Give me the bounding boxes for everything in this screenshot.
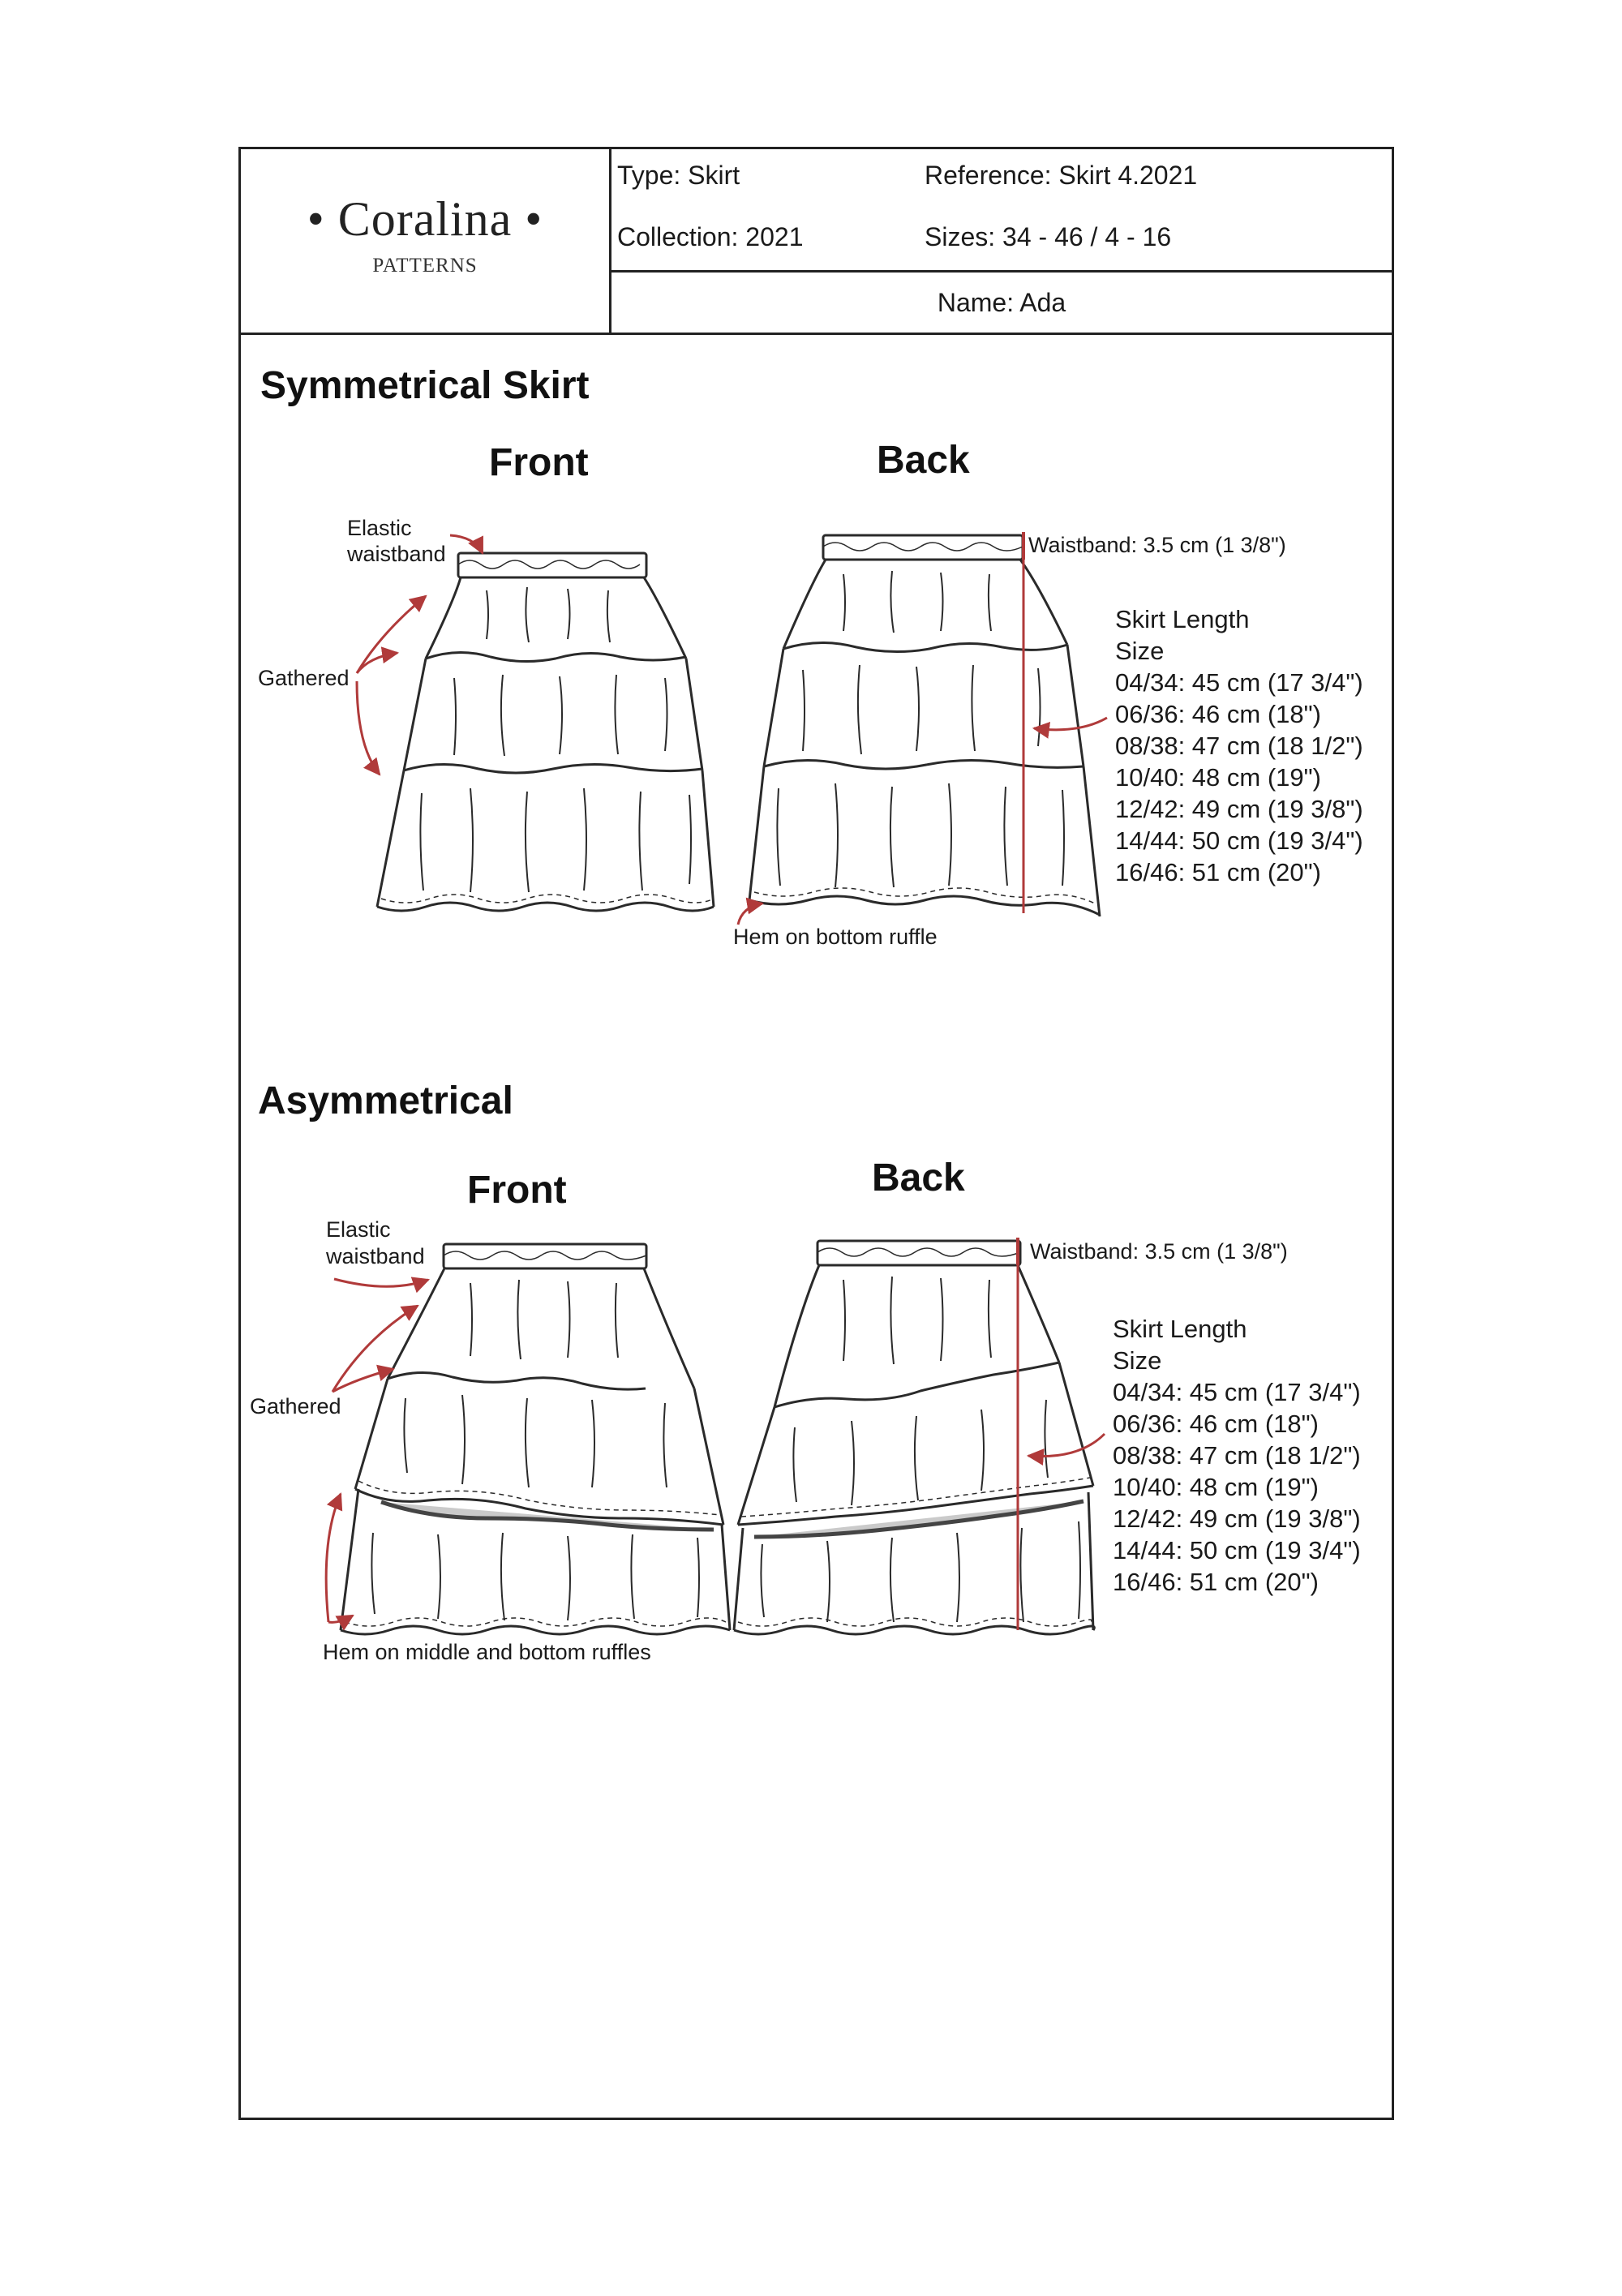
- asym-front-waistband: [442, 1242, 648, 1270]
- sym-back-annotations: [736, 532, 1108, 925]
- sym-back-waistband: [822, 534, 1024, 561]
- sym-length-title: Skirt Length: [1115, 605, 1250, 633]
- sym-front-tier1-left: [424, 577, 462, 659]
- header-info-cell: Type: Skirt Reference: Skirt 4.2021 Coll…: [611, 149, 1392, 273]
- asym-gathered-note: Gathered: [250, 1394, 341, 1418]
- sym-gathered-note: Gathered: [258, 666, 350, 690]
- asym-size-row: 16/46: 51 cm (20"): [1113, 1568, 1319, 1596]
- sym-size-row: 04/34: 45 cm (17 3/4"): [1115, 668, 1363, 697]
- sym-length-table: Skirt Length Size 04/34: 45 cm (17 3/4")…: [1115, 603, 1363, 888]
- asym-hem-arrow-low-icon: [328, 1614, 354, 1631]
- brand-subtitle: PATTERNS: [372, 255, 478, 277]
- sym-front-seam1: [425, 651, 687, 663]
- asym-hem-arrow-mid-icon: [324, 1492, 343, 1623]
- asym-elastic-note-1: Elastic: [326, 1217, 391, 1242]
- type-field: Type: Skirt: [617, 161, 740, 190]
- asym-elastic-arrow-icon: [333, 1277, 430, 1294]
- sym-front-hem: [376, 901, 714, 912]
- asym-gathered-arrow-mid-icon: [332, 1364, 396, 1393]
- sym-gathered-arrow-low-icon: [355, 680, 381, 776]
- asym-back-skirt: [732, 1239, 1096, 1636]
- asym-hem-note: Hem on middle and bottom ruffles: [323, 1640, 651, 1664]
- sym-size-row: 08/38: 47 cm (18 1/2"): [1115, 732, 1363, 760]
- asym-size-row: 10/40: 48 cm (19"): [1113, 1473, 1319, 1501]
- reference-field: Reference: Skirt 4.2021: [925, 161, 1198, 190]
- asym-size-row: 12/42: 49 cm (19 3/8"): [1113, 1504, 1361, 1533]
- asym-waistband-note: Waistband: 3.5 cm (1 3/8"): [1030, 1239, 1288, 1264]
- sym-elastic-arrow-icon: [449, 534, 484, 555]
- sym-hem-arrow-icon: [736, 897, 765, 925]
- asym-elastic-note-2: waistband: [326, 1244, 425, 1268]
- sym-front-waistband: [457, 551, 648, 579]
- asymmetrical-front-label: Front: [467, 1169, 567, 1212]
- sym-back-skirt: [748, 534, 1101, 917]
- sym-gathered-arrow-mid-icon: [355, 646, 400, 674]
- asym-size-row: 06/36: 46 cm (18"): [1113, 1410, 1319, 1438]
- sym-gathered-arrow-top-icon: [355, 594, 427, 674]
- sym-front-annotations: [355, 534, 484, 776]
- asym-size-row: 14/44: 50 cm (19 3/4"): [1113, 1536, 1361, 1564]
- symmetrical-front-label: Front: [489, 441, 589, 484]
- collection-field: Collection: 2021: [617, 222, 804, 251]
- sym-length-arrow-icon: [1032, 716, 1108, 739]
- sym-size-row: 10/40: 48 cm (19"): [1115, 763, 1321, 792]
- asym-back-waistband: [816, 1239, 1022, 1267]
- asym-back-underlayer-shadow: [753, 1499, 1084, 1539]
- sym-size-row: 06/36: 46 cm (18"): [1115, 700, 1321, 728]
- asym-length-title: Skirt Length: [1113, 1315, 1247, 1343]
- asym-front-underlayer-shadow: [380, 1500, 714, 1532]
- symmetrical-title: Symmetrical Skirt: [260, 364, 590, 407]
- tech-sheet: • Coralina • PATTERNS Type: Skirt Refere…: [238, 147, 1394, 2120]
- brand-name: • Coralina •: [307, 192, 543, 246]
- sym-elastic-note-2: waistband: [347, 542, 446, 566]
- asym-front-hem: [340, 1624, 731, 1636]
- asym-size-title: Size: [1113, 1346, 1162, 1375]
- asymmetrical-title: Asymmetrical: [258, 1079, 513, 1122]
- sym-size-row: 14/44: 50 cm (19 3/4"): [1115, 826, 1363, 855]
- sym-front-skirt: [375, 551, 715, 912]
- sym-size-row: 16/46: 51 cm (20"): [1115, 858, 1321, 886]
- symmetrical-back-label: Back: [877, 439, 970, 482]
- brand-logo-cell: • Coralina • PATTERNS: [241, 149, 611, 335]
- asymmetrical-back-label: Back: [872, 1157, 965, 1199]
- sym-front-tier1-right: [642, 577, 688, 659]
- asym-length-arrow-icon: [1026, 1432, 1106, 1466]
- asym-back-annotations: [1016, 1238, 1106, 1630]
- asym-size-row: 08/38: 47 cm (18 1/2"): [1113, 1441, 1361, 1470]
- asym-front-annotations: [324, 1277, 430, 1631]
- name-field: Name: Ada: [611, 273, 1392, 335]
- asym-size-row: 04/34: 45 cm (17 3/4"): [1113, 1378, 1361, 1406]
- sym-front-seam2: [403, 762, 703, 775]
- sym-elastic-note-1: Elastic: [347, 516, 412, 540]
- asym-back-hem: [733, 1624, 1096, 1636]
- sizes-field: Sizes: 34 - 46 / 4 - 16: [925, 222, 1172, 251]
- sym-hem-note: Hem on bottom ruffle: [733, 925, 938, 949]
- asym-gathered-arrow-top-icon: [331, 1304, 419, 1393]
- asym-front-skirt: [339, 1242, 732, 1636]
- sym-size-row: 12/42: 49 cm (19 3/8"): [1115, 795, 1363, 823]
- sym-waistband-note: Waistband: 3.5 cm (1 3/8"): [1028, 533, 1286, 557]
- sym-size-title: Size: [1115, 637, 1165, 665]
- asym-length-table: Skirt Length Size 04/34: 45 cm (17 3/4")…: [1113, 1313, 1361, 1598]
